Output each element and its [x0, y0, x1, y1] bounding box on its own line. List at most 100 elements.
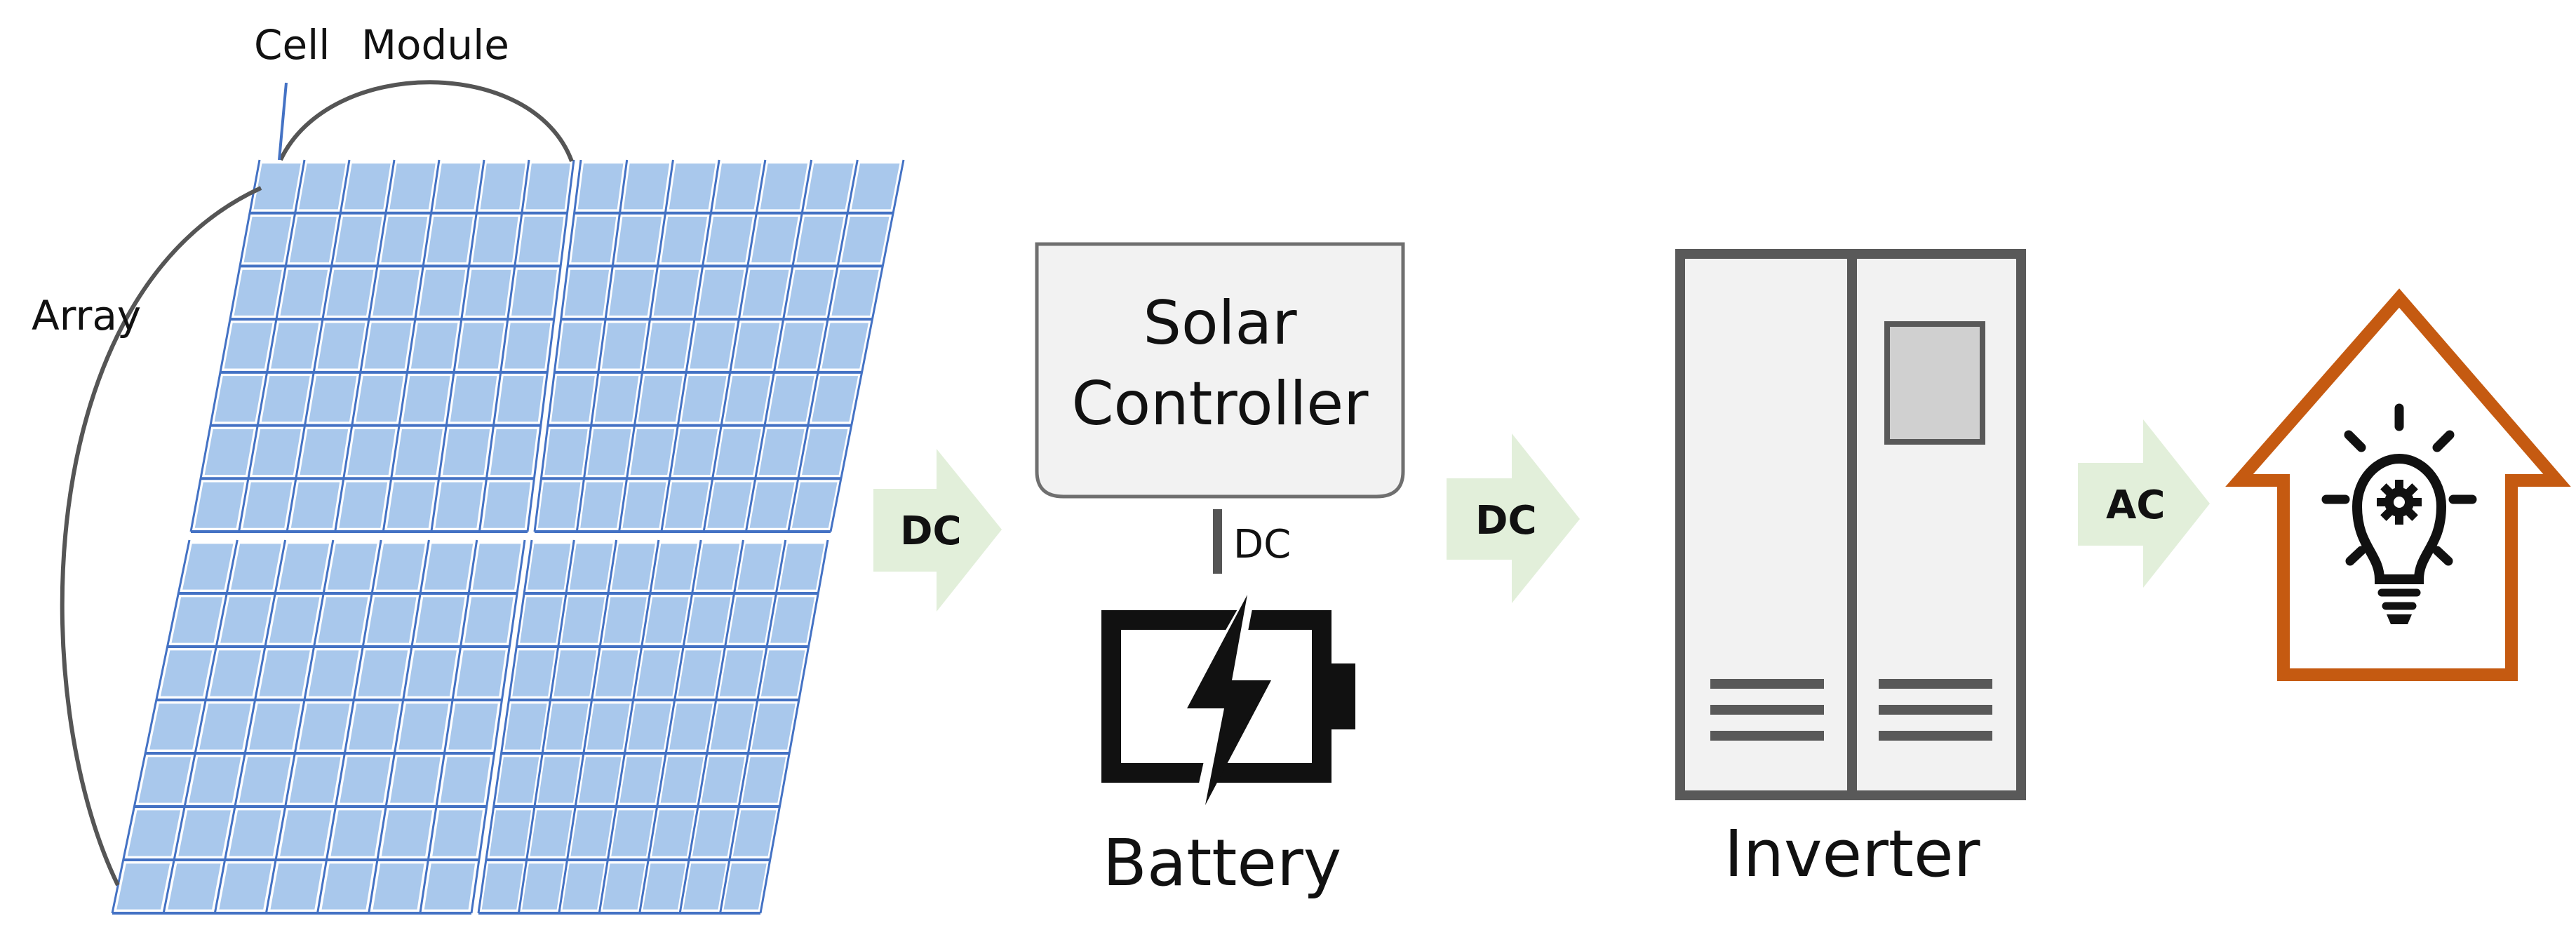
solar-cell [760, 650, 805, 696]
solar-cell [415, 597, 465, 643]
solar-module-bottom-right [477, 539, 829, 915]
solar-cell [178, 810, 231, 856]
solar-cell [373, 863, 424, 910]
solar-cell [472, 544, 521, 590]
arrow-shape [873, 449, 1002, 612]
lightning-bolt-icon [1187, 595, 1271, 805]
house-lightbulb-icon [2225, 288, 2571, 681]
solar-cell [841, 217, 890, 263]
battery-terminal [1331, 663, 1355, 729]
solar-cell [261, 376, 310, 422]
module-grid-line [526, 159, 575, 532]
solar-cell [432, 810, 483, 856]
solar-cell [571, 217, 617, 263]
solar-cell [623, 163, 670, 210]
solar-cell [728, 597, 773, 643]
solar-cell [497, 376, 544, 422]
solar-cell [299, 703, 350, 750]
solar-cell [616, 217, 662, 263]
lightbulb-icon [2321, 403, 2477, 624]
module-grid-line [533, 159, 582, 532]
solar-cell [116, 863, 170, 910]
solar-cell [435, 482, 483, 528]
solar-cell [328, 544, 377, 590]
solar-cell [456, 650, 506, 696]
solar-cell [224, 323, 273, 369]
module-grid-line [111, 539, 191, 914]
solar-cell [751, 703, 796, 750]
solar-cell [481, 863, 523, 910]
solar-cell [791, 482, 838, 528]
controller-label-line1: Solar [1143, 288, 1297, 358]
module-grid-line [368, 539, 430, 914]
solar-cell [692, 810, 736, 856]
solar-cell [716, 429, 761, 475]
solar-cell [271, 323, 319, 369]
solar-cell [290, 482, 340, 528]
module-grid-line [598, 539, 660, 914]
module-grid-line [517, 539, 575, 914]
solar-cell [760, 163, 808, 210]
bulb-cap [2387, 614, 2412, 624]
solar-cell [768, 376, 814, 422]
solar-cell [636, 650, 680, 696]
module-grid-line [430, 159, 485, 532]
module-grid-line [558, 539, 618, 914]
battery-label: Battery [1103, 825, 1342, 901]
solar-cell [171, 597, 223, 643]
arrow-label: DC [1475, 498, 1537, 544]
solar-cell [653, 269, 699, 316]
inverter-divider [1847, 254, 1857, 795]
module-grid-line [759, 539, 829, 914]
solar-cell [528, 544, 571, 590]
solar-cell [249, 703, 301, 750]
solar-cell [570, 810, 613, 856]
solar-cell [698, 269, 744, 316]
module-grid-line [618, 159, 674, 532]
solar-cell [280, 810, 332, 856]
solar-cell [253, 163, 301, 210]
solar-cell [318, 597, 368, 643]
solar-cell [448, 703, 498, 750]
solar-cell [300, 429, 349, 475]
arrow-label: DC [900, 508, 962, 554]
solar-cell [504, 703, 547, 750]
solar-cell [701, 757, 745, 803]
solar-cell [520, 597, 563, 643]
solar-cell [690, 323, 735, 369]
solar-cell [603, 863, 645, 910]
solar-cell [652, 810, 695, 856]
solar-cell [638, 376, 683, 422]
solar-module-bottom-left [111, 539, 526, 915]
solar-cell [669, 163, 716, 210]
solar-cell [398, 703, 449, 750]
solar-cell [564, 269, 610, 316]
solar-cell [603, 597, 647, 643]
solar-cell [737, 544, 782, 590]
solar-cell [335, 217, 382, 263]
solar-cell [210, 650, 262, 696]
solar-cell [243, 217, 292, 263]
solar-cell [673, 429, 718, 475]
solar-cell [660, 757, 704, 803]
solar-cell [664, 482, 709, 528]
solar-cell [558, 323, 602, 369]
solar-cell [490, 429, 537, 475]
solar-cell [457, 323, 504, 369]
solar-cell [182, 544, 234, 590]
solar-cell [742, 757, 786, 803]
solar-cell [707, 482, 752, 528]
module-grid-line [787, 159, 859, 532]
module-grid-line [189, 159, 261, 532]
solar-cell [622, 482, 666, 528]
solar-cell [149, 703, 202, 750]
solar-cell [577, 163, 624, 210]
solar-module-top-left [189, 159, 575, 533]
solar-cell [805, 163, 854, 210]
solar-cell [299, 163, 346, 210]
solar-cell [317, 323, 365, 369]
solar-cell [127, 810, 181, 856]
module-grid-line [316, 539, 382, 914]
solar-controller: Solar Controller [1035, 242, 1405, 499]
solar-cell [168, 863, 221, 910]
